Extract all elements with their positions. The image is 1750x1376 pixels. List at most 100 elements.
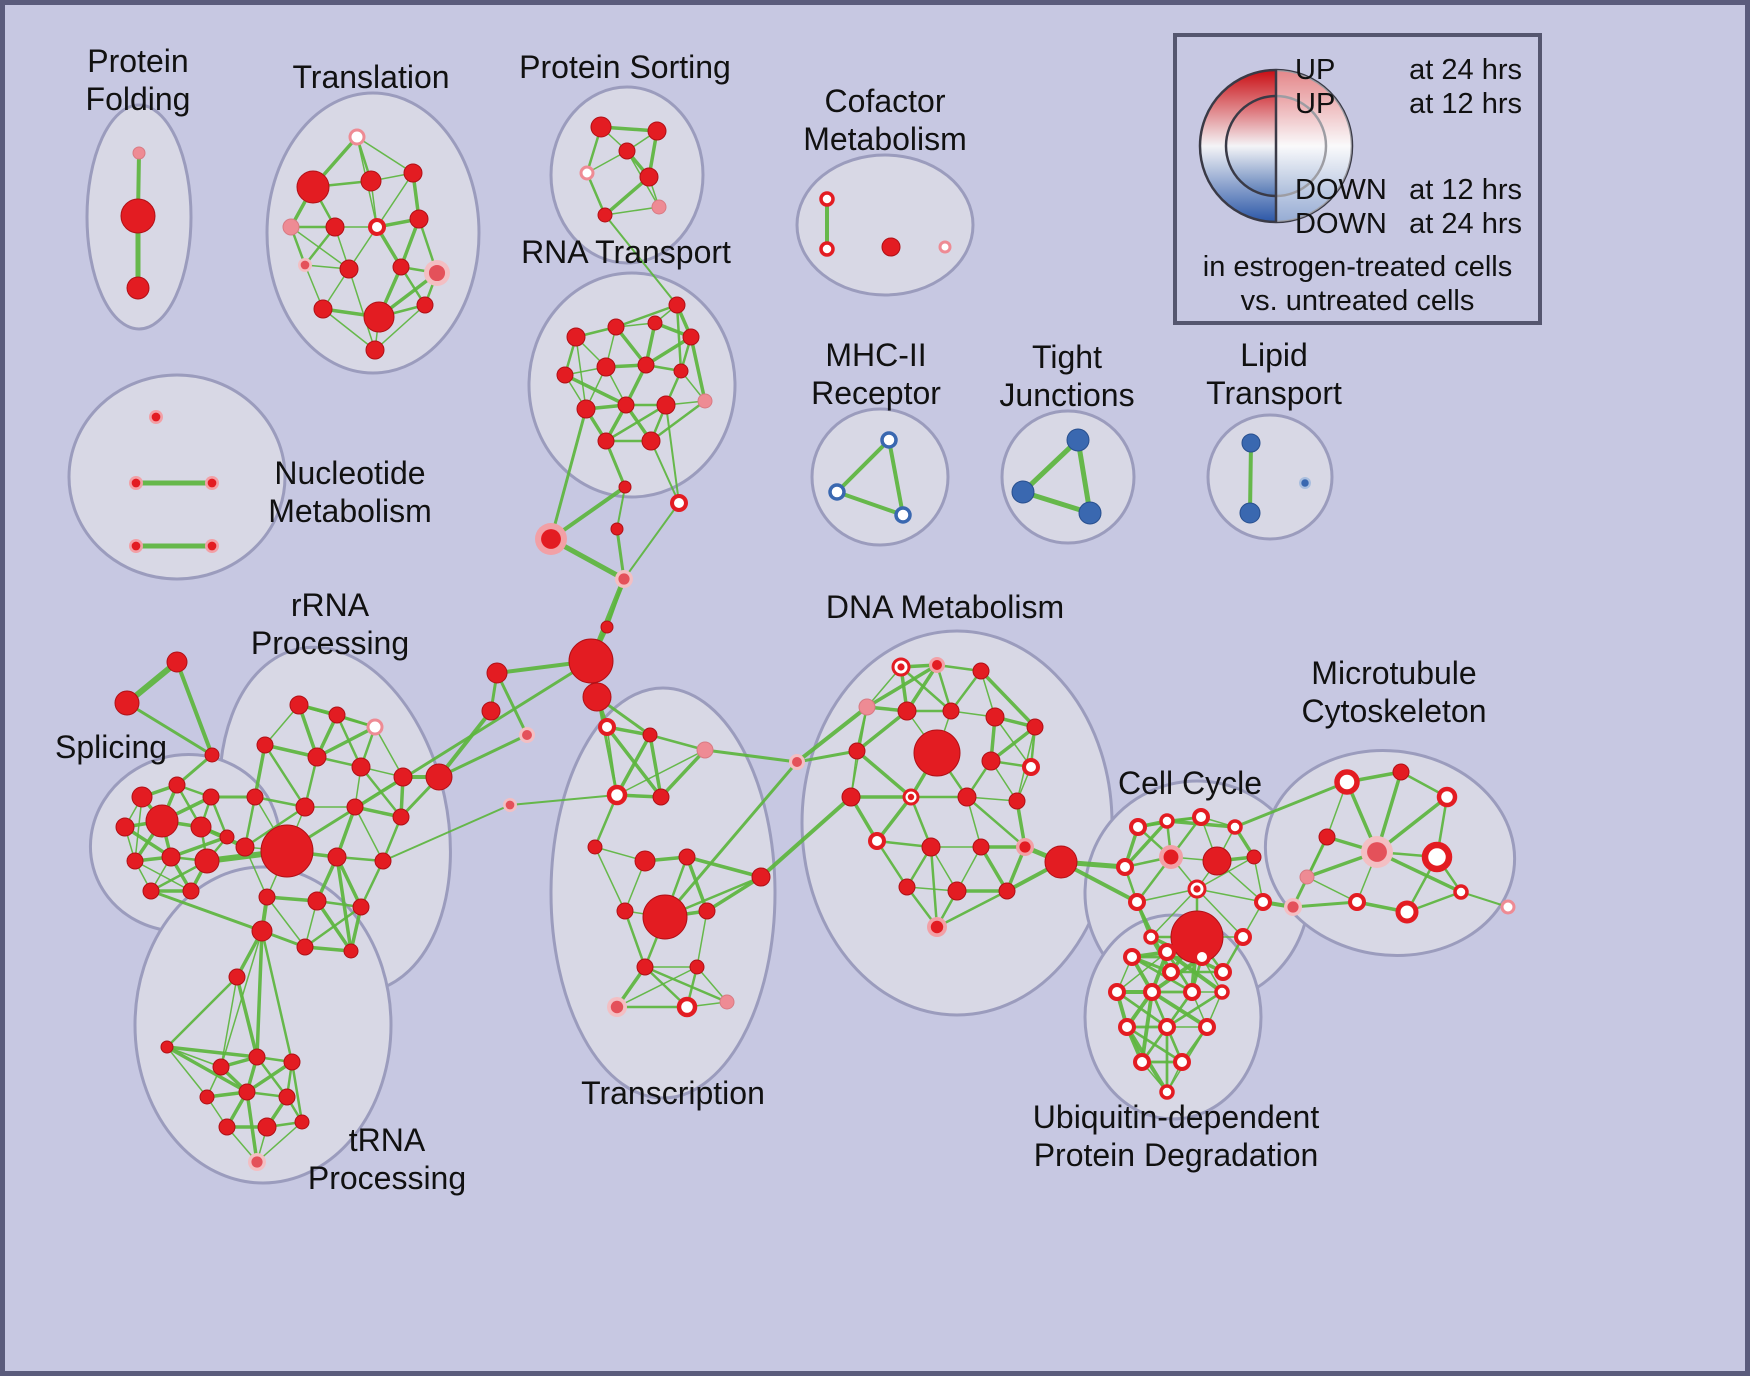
node-red[interactable] <box>126 852 144 870</box>
node-red[interactable] <box>637 356 655 374</box>
node-red[interactable] <box>416 296 434 314</box>
node-red-ring[interactable] <box>1123 948 1141 966</box>
node-red[interactable] <box>556 366 574 384</box>
node-blue[interactable] <box>1066 428 1090 452</box>
node-red-ring[interactable] <box>1162 963 1180 981</box>
node-red[interactable] <box>486 662 508 684</box>
node-red[interactable] <box>327 847 347 867</box>
node-red-ring[interactable] <box>1334 769 1360 795</box>
node-red[interactable] <box>481 701 501 721</box>
node-red[interactable] <box>246 788 264 806</box>
node-red[interactable] <box>228 968 246 986</box>
node-red[interactable] <box>190 816 212 838</box>
node-red[interactable] <box>131 786 153 808</box>
node-red[interactable] <box>698 902 716 920</box>
node-red[interactable] <box>642 894 688 940</box>
node-red[interactable] <box>600 620 614 634</box>
node-red[interactable] <box>212 1058 230 1076</box>
node-red[interactable] <box>289 695 309 715</box>
node-red[interactable] <box>126 276 150 300</box>
node-red[interactable] <box>1026 718 1044 736</box>
node-red[interactable] <box>947 881 967 901</box>
node-red[interactable] <box>166 651 188 673</box>
node-red[interactable] <box>294 1114 310 1130</box>
node-red-ring[interactable] <box>868 832 886 850</box>
node-red[interactable] <box>328 706 346 724</box>
node-red-ring[interactable] <box>1173 1053 1191 1071</box>
node-red[interactable] <box>587 839 603 855</box>
node-blue-halo[interactable] <box>1299 477 1311 489</box>
node-red[interactable] <box>235 837 255 857</box>
node-red[interactable] <box>160 1040 174 1054</box>
node-red-ring[interactable] <box>819 241 835 257</box>
node-blue-ring[interactable] <box>828 483 846 501</box>
node-red-halo[interactable] <box>1016 838 1034 856</box>
node-red-ring[interactable] <box>1143 929 1159 945</box>
node-red[interactable] <box>1246 849 1262 865</box>
node-red[interactable] <box>199 1089 215 1105</box>
node-red-ring[interactable] <box>676 996 698 1018</box>
node-red-ring[interactable] <box>1158 1018 1176 1036</box>
node-pink[interactable] <box>651 199 667 215</box>
node-red[interactable] <box>597 207 613 223</box>
node-red[interactable] <box>258 888 276 906</box>
node-red[interactable] <box>607 318 625 336</box>
node-red[interactable] <box>642 727 658 743</box>
node-red[interactable] <box>161 847 181 867</box>
node-pink-halo[interactable] <box>607 997 627 1017</box>
node-red[interactable] <box>363 301 395 333</box>
node-red[interactable] <box>641 431 661 451</box>
node-red[interactable] <box>256 736 274 754</box>
node-red-ring[interactable] <box>606 784 628 806</box>
node-red[interactable] <box>898 878 916 896</box>
node-red-halo[interactable] <box>927 917 947 937</box>
node-red[interactable] <box>142 882 160 900</box>
node-red[interactable] <box>913 729 961 777</box>
node-red[interactable] <box>219 829 235 845</box>
node-red-ring[interactable] <box>1159 813 1175 829</box>
node-red[interactable] <box>647 315 663 331</box>
node-red-ring[interactable] <box>1022 758 1040 776</box>
node-red[interactable] <box>260 824 314 878</box>
node-red[interactable] <box>168 776 186 794</box>
node-red[interactable] <box>409 209 429 229</box>
node-red[interactable] <box>957 787 977 807</box>
node-red-ring[interactable] <box>1234 928 1252 946</box>
node-pink[interactable] <box>697 393 713 409</box>
node-red[interactable] <box>313 299 333 319</box>
node-blue[interactable] <box>1239 502 1261 524</box>
node-red-bullseye[interactable] <box>1187 879 1207 899</box>
node-red-ring[interactable] <box>368 218 386 236</box>
node-red[interactable] <box>590 116 612 138</box>
node-pink[interactable] <box>132 146 146 160</box>
node-red-ring[interactable] <box>1159 1084 1175 1100</box>
node-red[interactable] <box>346 798 364 816</box>
node-red-halo[interactable] <box>129 476 143 490</box>
node-red[interactable] <box>114 690 140 716</box>
node-red[interactable] <box>365 340 385 360</box>
node-red[interactable] <box>392 258 410 276</box>
node-red-ring[interactable] <box>1192 808 1210 826</box>
node-red[interactable] <box>639 167 659 187</box>
node-red[interactable] <box>634 850 656 872</box>
node-red[interactable] <box>566 327 586 347</box>
node-red[interactable] <box>981 751 1001 771</box>
node-red[interactable] <box>617 396 635 414</box>
node-pink-ring[interactable] <box>366 718 384 736</box>
node-red-ring[interactable] <box>1453 884 1469 900</box>
node-red-ring[interactable] <box>1436 786 1458 808</box>
node-red[interactable] <box>618 480 632 494</box>
node-red[interactable] <box>682 328 700 346</box>
node-red-ring[interactable] <box>1129 818 1147 836</box>
node-pink-halo[interactable] <box>248 1153 266 1171</box>
node-blue-ring[interactable] <box>894 506 912 524</box>
node-red[interactable] <box>972 838 990 856</box>
node-red[interactable] <box>841 787 861 807</box>
node-red-ring[interactable] <box>1214 984 1230 1000</box>
node-red[interactable] <box>998 882 1016 900</box>
node-red[interactable] <box>1008 792 1026 810</box>
node-red[interactable] <box>343 943 359 959</box>
node-red[interactable] <box>582 682 612 712</box>
node-red[interactable] <box>392 808 410 826</box>
node-red[interactable] <box>647 121 667 141</box>
